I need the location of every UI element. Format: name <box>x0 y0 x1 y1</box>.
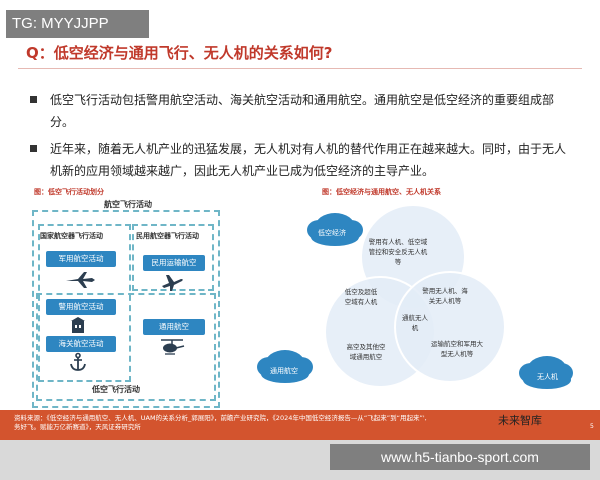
source-text-2: 务好飞。赋能万亿新赛道》，天风证券研究所 <box>14 423 141 431</box>
gov-aircraft-label: 国家航空器飞行活动 <box>40 232 103 240</box>
civil-aircraft-box <box>132 224 214 291</box>
gov-aircraft-box <box>38 224 131 382</box>
site-banner: www.h5-tianbo-sport.com <box>330 444 590 470</box>
police-building-icon <box>71 317 85 333</box>
uav-label: 无人机 <box>537 373 558 381</box>
bullet-2-text: 近年来，随着无人机产业的迅猛发展，无人机对有人机的替代作用正在越来越大。同时，由… <box>50 142 567 178</box>
watermark: 未来智库 <box>498 414 542 427</box>
bullet-1: 低空飞行活动包括警用航空活动、海关航空活动和通用航空。通用航空是低空经济的重要组… <box>30 89 576 133</box>
right-figure-caption: 图：低空经济与通用航空、无人机关系 <box>322 188 441 196</box>
slide: TG: MYYJJPP Q：低空经济与通用飞行、无人机的关系如何? 低空飞行活动… <box>0 0 600 440</box>
aviation-activity-box <box>32 210 220 408</box>
venn-left-region: 低空及超低空域有人机 <box>344 288 378 306</box>
page-number: 5 <box>590 423 594 430</box>
title-divider <box>18 68 582 69</box>
airliner-icon <box>162 275 183 291</box>
venn-right-region: 警用无人机、海关无人机等 <box>422 287 468 305</box>
venn-center-region: 通航无人机 <box>402 314 428 332</box>
bullet-square-icon <box>30 96 37 103</box>
page-title: Q：低空经济与通用飞行、无人机的关系如何? <box>26 44 333 62</box>
bullet-2: 近年来，随着无人机产业的迅猛发展，无人机对有人机的替代作用正在越来越大。同时，由… <box>30 138 576 182</box>
source-text: 资料来源：《低空经济与通用航空、无人机、UAM的关系分析_郭展阳》，前瞻产业研究… <box>14 414 427 422</box>
venn-bottom-left-region: 高空及其他空域通用航空 <box>346 343 386 361</box>
uav-circle <box>394 271 506 383</box>
airline-transport-pill: 民用运输航空 <box>143 255 205 271</box>
general-aviation-pill: 通用航空 <box>143 319 205 335</box>
low-altitude-label: 低空飞行活动 <box>92 385 140 394</box>
venn-top-region: 警用有人机、低空域管控和安全反无人机等 <box>368 238 428 266</box>
low-economy-label: 低空经济 <box>318 229 346 237</box>
civil-aircraft-label: 民用航空器飞行活动 <box>136 232 199 240</box>
low-altitude-box <box>36 293 216 401</box>
anchor-icon <box>70 352 86 371</box>
jet-icon <box>66 272 95 288</box>
aviation-activity-label: 航空飞行活动 <box>104 200 152 209</box>
uav-cloud <box>519 356 573 389</box>
helicopter-icon <box>161 339 185 355</box>
source-footer: 资料来源：《低空经济与通用航空、无人机、UAM的关系分析_郭展阳》，前瞻产业研究… <box>0 410 600 440</box>
bullet-1-text: 低空飞行活动包括警用航空活动、海关航空活动和通用航空。通用航空是低空经济的重要组… <box>50 93 555 129</box>
customs-aviation-pill: 海关航空活动 <box>46 336 116 352</box>
venn-diagram <box>257 204 573 389</box>
venn-bottom-right-region: 运输航空和军用大型无人机等 <box>431 340 483 358</box>
general-aviation-cloud <box>257 350 313 383</box>
military-aviation-pill: 军用航空活动 <box>46 251 116 267</box>
bullet-square-icon <box>30 145 37 152</box>
police-aviation-pill: 警用航空活动 <box>46 299 116 315</box>
tg-tag: TG: MYYJJPP <box>6 10 149 38</box>
low-economy-cloud <box>307 213 363 246</box>
general-aviation-label: 通用航空 <box>270 367 298 375</box>
left-figure-caption: 图：低空飞行活动划分 <box>34 188 104 196</box>
